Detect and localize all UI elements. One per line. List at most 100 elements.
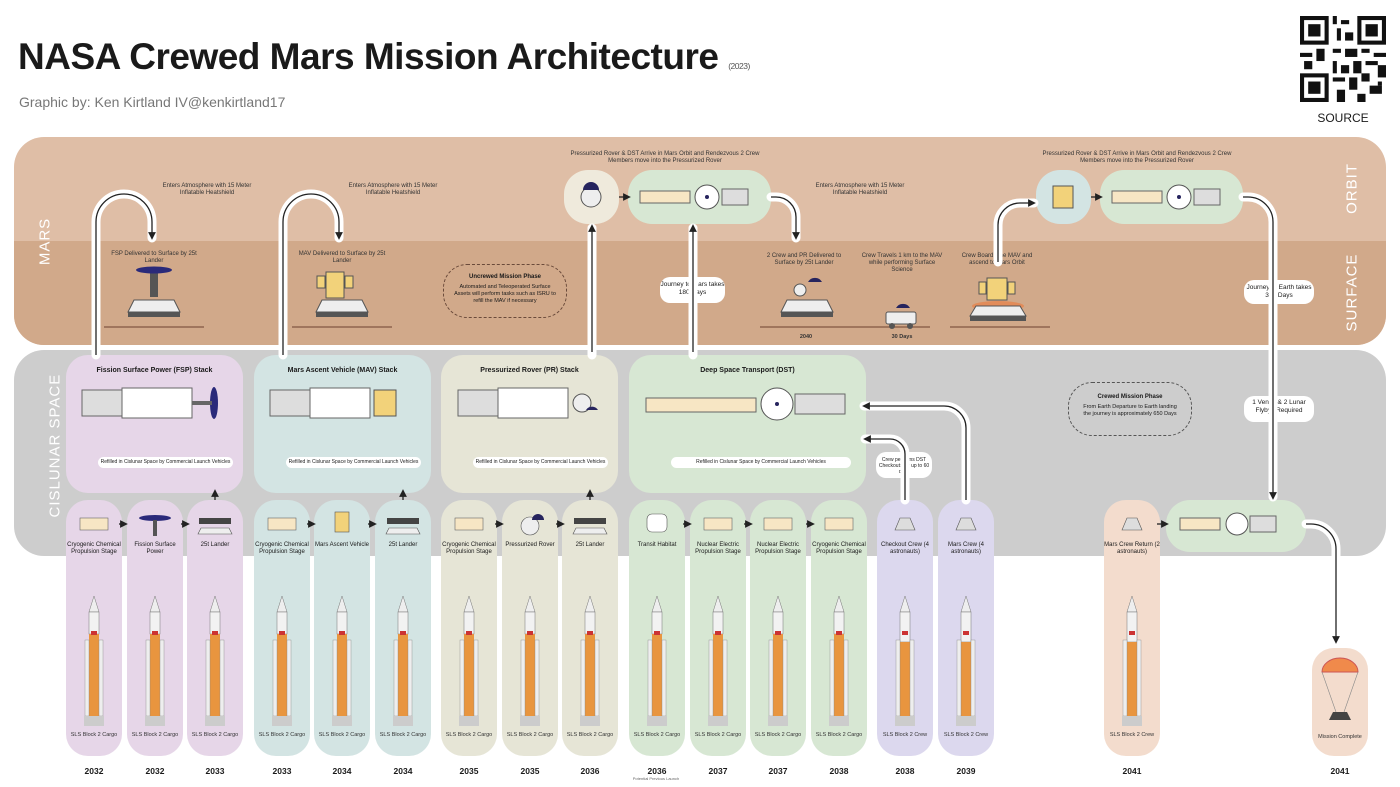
ground-strips (104, 326, 1050, 328)
mav-launch-icon (969, 277, 1027, 321)
launch-vehicle-label: SLS Block 2 Crew (1109, 732, 1155, 738)
pr-stack-assembly-icon (457, 387, 598, 419)
crew-travels-note: Crew Travels 1 km to the MAV while perfo… (861, 253, 943, 273)
payload-label: 25t Lander (200, 542, 230, 548)
payload-icon (894, 517, 916, 531)
payload-label: 25t Lander (575, 542, 605, 548)
launch-year: 2032 (145, 766, 165, 776)
launch-vehicle-label: SLS Block 2 Cargo (191, 732, 239, 738)
uncrewed-phase-title: Uncrewed Mission Phase (468, 274, 542, 280)
payload-icon (763, 517, 793, 531)
payload-label: Cryogenic Chemical Propulsion Stage (812, 542, 866, 555)
rendezvous-note-1: Pressurized Rover & DST Arrive in Mars O… (570, 151, 760, 164)
crewed-phase-body: From Earth Departure to Earth landing th… (1083, 404, 1177, 417)
source-link[interactable]: SOURCE (1317, 111, 1369, 125)
launch-year: 2034 (332, 766, 352, 776)
payload-icon (703, 517, 733, 531)
stack-title: Fission Surface Power (FSP) Stack (96, 367, 213, 374)
launch-year: 2039 (956, 766, 976, 776)
sls-rocket-icon (272, 595, 292, 726)
sls-rocket-icon (829, 595, 849, 726)
mav-on-surface-icon (315, 271, 369, 317)
sls-rocket-icon (895, 595, 915, 726)
year-footnote: Potential Previous Launch (632, 776, 680, 781)
fsp-on-surface-icon (127, 266, 181, 317)
sls-rocket-icon (647, 595, 667, 726)
payload-label: Fission Surface Power (134, 542, 176, 555)
payload-label: Mars Ascent Vehicle (314, 542, 370, 548)
payload-icon (197, 518, 233, 535)
payload-icon (334, 511, 350, 533)
launch-vehicle-label: SLS Block 2 Cargo (506, 732, 554, 738)
launch-vehicle-label: SLS Block 2 Cargo (633, 732, 681, 738)
pr-lander-on-surface-icon (780, 277, 834, 317)
launch-vehicle-label: SLS Block 2 Cargo (70, 732, 118, 738)
pr-in-orbit-icon (580, 182, 602, 208)
fsp-stack-assembly-icon (81, 387, 218, 419)
dst-return-orbit-icon (1111, 184, 1221, 210)
launch-year: 2038 (829, 766, 849, 776)
title-year: (2023) (728, 61, 750, 71)
dst-in-orbit-icon (639, 184, 749, 210)
sls-rocket-icon (459, 595, 479, 726)
launch-vehicle-label: SLS Block 2 Cargo (318, 732, 366, 738)
crew-delivered-note: 2 Crew and PR Delivered to Surface by 25… (766, 253, 842, 266)
uncrewed-phase-box: Uncrewed Mission Phase Automated and Tel… (443, 264, 567, 318)
launch-year: 2037 (708, 766, 728, 776)
rendezvous-note-2: Pressurized Rover & DST Arrive in Mars O… (1042, 151, 1232, 164)
flow-arrows (95, 193, 1340, 644)
payload-label: Mars Crew Return (2 astronauts) (1104, 542, 1160, 555)
launch-year: 2041 (1122, 766, 1142, 776)
launch-vehicle-label: SLS Block 2 Cargo (445, 732, 493, 738)
fsp-stack-panel: Fission Surface Power (FSP) Stack Refill… (66, 355, 243, 493)
payload-label: Cryogenic Chemical Propulsion Stage (442, 542, 496, 555)
launch-vehicle-label: SLS Block 2 Cargo (694, 732, 742, 738)
dst-stack-assembly-icon (645, 387, 846, 421)
launch-vehicle-label: SLS Block 2 Cargo (815, 732, 863, 738)
crew-entry-note: Enters Atmosphere with 15 Meter Inflatab… (815, 183, 905, 196)
mav-in-orbit-icon (1052, 185, 1074, 209)
payload-icon (955, 517, 977, 531)
launch-vehicle-label: SLS Block 2 Cargo (379, 732, 427, 738)
launch-vehicle-label: SLS Block 2 Cargo (566, 732, 614, 738)
sls-rocket-icon (84, 595, 104, 726)
uncrewed-phase-body: Automated and Teleoperated Surface Asset… (454, 284, 556, 304)
pr-stack-panel: Pressurized Rover (PR) Stack Refilled in… (441, 355, 618, 493)
launch-year: 2033 (205, 766, 225, 776)
launch-vehicle-label: SLS Block 2 Cargo (258, 732, 306, 738)
sls-rocket-icon (580, 595, 600, 726)
crewed-phase-title: Crewed Mission Phase (1097, 394, 1163, 400)
stack-title: Deep Space Transport (DST) (700, 367, 795, 374)
launch-vehicle-label: SLS Block 2 Cargo (131, 732, 179, 738)
mission-complete-year: 2041 (1330, 766, 1350, 776)
payload-label: Pressurized Rover (505, 542, 555, 548)
launch-year: 2036 (580, 766, 600, 776)
sls-rocket-icon (332, 595, 352, 726)
payload-icon (139, 515, 171, 536)
payload-label: Cryogenic Chemical Propulsion Stage (255, 542, 309, 555)
launch-year: 2034 (393, 766, 413, 776)
launch-vehicle-label: SLS Block 2 Crew (943, 732, 989, 738)
mission-complete-label: Mission Complete (1318, 734, 1362, 740)
sls-rocket-icon (956, 595, 976, 726)
qr-code-icon[interactable] (1300, 16, 1386, 102)
sls-rocket-icon (768, 595, 788, 726)
launch-year: 2035 (459, 766, 479, 776)
stack-title: Mars Ascent Vehicle (MAV) Stack (287, 367, 398, 374)
credit-line: Graphic by: Ken Kirtland IV@kenkirtland1… (19, 94, 286, 110)
flow-paths (91, 189, 1341, 647)
sls-rocket-icon (520, 595, 540, 726)
payload-label: 25t Lander (388, 542, 418, 548)
dst-stack-panel: Deep Space Transport (DST) Refilled in C… (629, 355, 866, 493)
payload-label: Nuclear Electric Propulsion Stage (695, 542, 741, 555)
flybys-box: 1 Venus & 2 Lunar Flybys Required (1244, 396, 1314, 422)
sls-rocket-icon (1122, 595, 1142, 726)
launch-vehicle-label: SLS Block 2 Crew (882, 732, 928, 738)
launch-vehicle-label: SLS Block 2 Cargo (754, 732, 802, 738)
column-icons (79, 511, 1143, 726)
payload-icon (520, 514, 544, 536)
year-2040-label: 2040 (799, 334, 813, 340)
payload-label: Cryogenic Chemical Propulsion Stage (67, 542, 121, 555)
payload-icon (79, 517, 109, 531)
